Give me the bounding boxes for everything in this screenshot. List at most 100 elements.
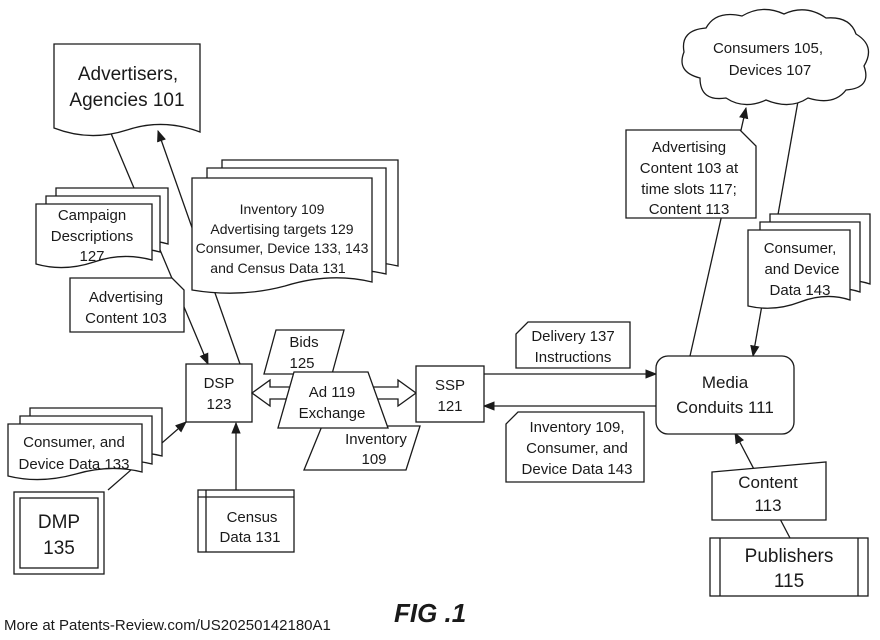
svg-text:125: 125 [289, 355, 314, 372]
svg-text:Inventory 109,: Inventory 109, [529, 419, 624, 436]
svg-text:Advertisers,: Advertisers, [78, 64, 178, 85]
svg-text:Publishers: Publishers [745, 546, 834, 567]
label-inventory-targets-line4: and Census Data 131 [210, 260, 346, 276]
label-ssp-line2: 121 [437, 398, 462, 415]
label-bids-line1: Bids [289, 334, 318, 351]
svg-text:and Device: and Device [764, 261, 839, 278]
node-advertisers: Advertisers, Agencies 101 [54, 44, 200, 136]
label-publishers-line2: 115 [774, 571, 804, 592]
label-inventory-right-line1: Inventory 109, [529, 419, 624, 436]
svg-text:Media: Media [702, 373, 749, 392]
svg-text:time slots 117;: time slots 117; [641, 181, 737, 198]
svg-text:Inventory 109: Inventory 109 [240, 201, 325, 217]
svg-text:Consumers 105,: Consumers 105, [713, 40, 823, 57]
svg-text:Consumer, Device 133, 143: Consumer, Device 133, 143 [196, 240, 369, 256]
label-census-line2: Data 131 [220, 529, 281, 546]
svg-text:123: 123 [206, 396, 231, 413]
svg-text:Bids: Bids [289, 334, 318, 351]
node-campaign-descriptions: Campaign Descriptions 127 [36, 188, 168, 268]
svg-text:113: 113 [754, 496, 781, 515]
svg-text:Advertising targets 129: Advertising targets 129 [210, 221, 353, 237]
label-adv-slots-line3: time slots 117; [641, 181, 737, 198]
svg-text:Inventory: Inventory [345, 431, 407, 448]
svg-text:127: 127 [79, 248, 104, 265]
label-consumers-line1: Consumers 105, [713, 40, 823, 57]
label-adv-slots-line1: Advertising [652, 139, 726, 156]
svg-text:Advertising: Advertising [89, 289, 163, 306]
label-campaign-line2: Descriptions [51, 228, 134, 245]
svg-text:Exchange: Exchange [299, 405, 366, 422]
svg-text:Descriptions: Descriptions [51, 228, 134, 245]
label-consumer-143-line3: Data 143 [770, 282, 831, 299]
svg-text:Campaign: Campaign [58, 207, 126, 224]
label-census-line1: Census [227, 509, 278, 526]
label-exchange-line1: Ad 119 [309, 384, 355, 401]
label-adv-content-line2: Content 103 [85, 310, 167, 327]
svg-text:Ad 119: Ad 119 [309, 384, 355, 401]
svg-text:Data 143: Data 143 [770, 282, 831, 299]
svg-text:Census: Census [227, 509, 278, 526]
svg-text:SSP: SSP [435, 377, 465, 394]
svg-text:109: 109 [361, 451, 386, 468]
label-inventory-left-line2: 109 [361, 451, 386, 468]
svg-text:Device Data 133: Device Data 133 [19, 456, 130, 473]
svg-text:Advertising: Advertising [652, 139, 726, 156]
svg-text:Consumer, and: Consumer, and [23, 434, 125, 451]
svg-text:Device Data 143: Device Data 143 [522, 461, 633, 478]
svg-text:Content: Content [738, 473, 798, 492]
svg-text:Data 131: Data 131 [220, 529, 281, 546]
node-advertising-content: Advertising Content 103 [70, 278, 184, 332]
node-content: Content 113 [712, 462, 826, 520]
label-content-line1: Content [738, 473, 798, 492]
svg-text:135: 135 [43, 538, 75, 559]
label-inventory-targets-line1: Inventory 109 [240, 201, 325, 217]
label-media-line2: Conduits 111 [676, 398, 774, 417]
node-consumer-data-133: Consumer, and Device Data 133 [8, 408, 162, 480]
svg-text:Consumer, and: Consumer, and [526, 440, 628, 457]
node-inventory-targets: Inventory 109 Advertising targets 129 Co… [192, 160, 398, 293]
label-advertisers-line2: Agencies 101 [69, 90, 184, 111]
node-delivery-instructions: Delivery 137 Instructions [516, 322, 630, 368]
label-delivery-line2: Instructions [535, 349, 612, 366]
svg-text:Content 103 at: Content 103 at [640, 160, 739, 177]
label-inventory-targets-line3: Consumer, Device 133, 143 [196, 240, 369, 256]
label-delivery-line1: Delivery 137 [531, 328, 614, 345]
figure-label: FIG .1 [394, 598, 466, 628]
label-dmp-line2: 135 [43, 538, 75, 559]
svg-text:121: 121 [437, 398, 462, 415]
label-inventory-targets-line2: Advertising targets 129 [210, 221, 353, 237]
label-adv-slots-line2: Content 103 at [640, 160, 739, 177]
label-advertisers-line1: Advertisers, [78, 64, 178, 85]
label-media-line1: Media [702, 373, 749, 392]
node-ssp: SSP 121 [416, 366, 484, 422]
label-dsp-line2: 123 [206, 396, 231, 413]
label-publishers-line1: Publishers [745, 546, 834, 567]
node-dsp: DSP 123 [186, 364, 252, 422]
node-bids: Bids 125 [264, 330, 344, 374]
svg-text:Agencies 101: Agencies 101 [69, 90, 184, 111]
label-adv-content-line1: Advertising [89, 289, 163, 306]
node-consumer-data-143: Consumer, and Device Data 143 [748, 214, 870, 308]
node-inventory-left: Inventory 109 [304, 426, 420, 470]
node-consumers-devices-cloud: Consumers 105, Devices 107 [682, 9, 869, 104]
label-consumer-133-line2: Device Data 133 [19, 456, 130, 473]
label-dsp-line1: DSP [204, 375, 235, 392]
node-adv-content-slots: Advertising Content 103 at time slots 11… [626, 130, 756, 218]
label-content-line2: 113 [754, 496, 781, 515]
label-ssp-line1: SSP [435, 377, 465, 394]
svg-text:Consumer,: Consumer, [764, 240, 837, 257]
footer-source-link[interactable]: More at Patents-Review.com/US20250142180… [4, 617, 331, 634]
svg-text:Devices 107: Devices 107 [729, 62, 812, 79]
svg-text:DSP: DSP [204, 375, 235, 392]
label-adv-slots-line4: Content 113 [649, 201, 730, 218]
label-inventory-left-line1: Inventory [345, 431, 407, 448]
svg-text:Instructions: Instructions [535, 349, 612, 366]
label-consumer-133-line1: Consumer, and [23, 434, 125, 451]
svg-text:DMP: DMP [38, 512, 80, 533]
node-census-data: Census Data 131 [198, 490, 294, 552]
node-ad-exchange: Ad 119 Exchange [278, 372, 388, 428]
svg-text:Content 113: Content 113 [649, 201, 730, 218]
svg-text:Delivery 137: Delivery 137 [531, 328, 614, 345]
label-exchange-line2: Exchange [299, 405, 366, 422]
